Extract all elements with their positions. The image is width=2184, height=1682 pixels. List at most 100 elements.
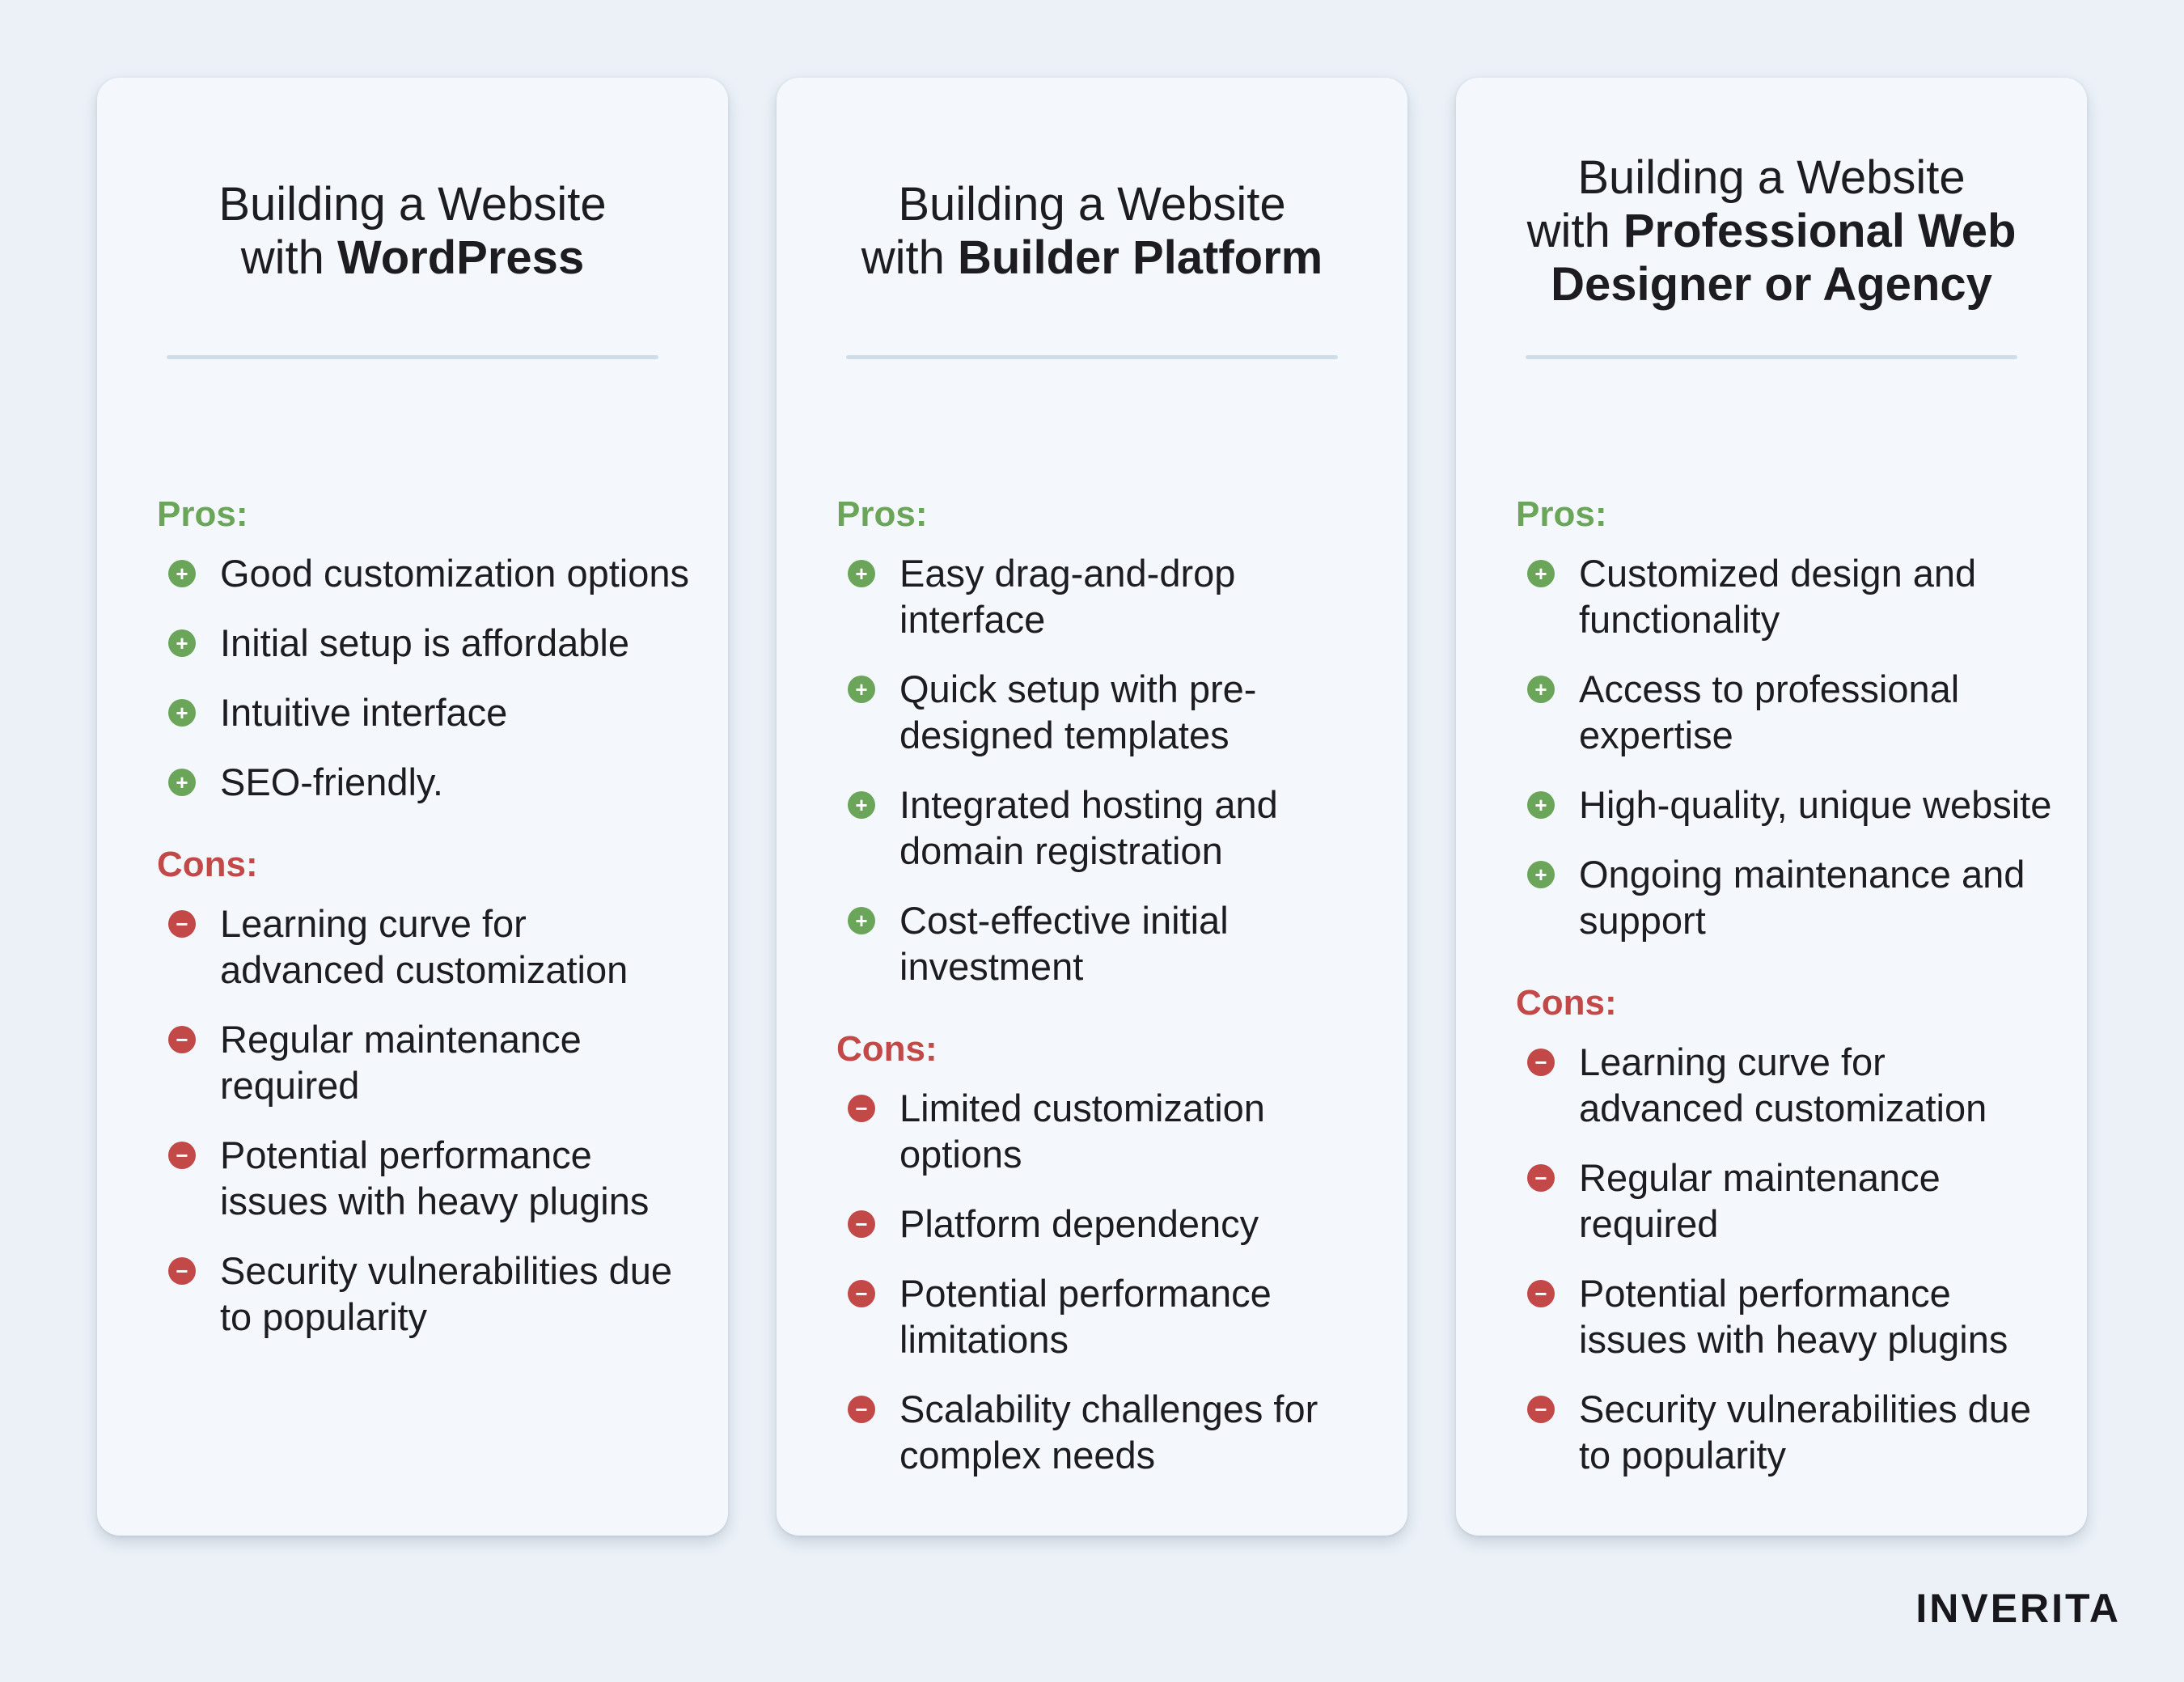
card-content: Pros: + Easy drag-and-drop interface + Qui… [836, 494, 1375, 1478]
cons-list-item: −Learning curve for advanced customizati… [1516, 1039, 2055, 1131]
comparison-card-professional-agency: Building a Website with Professional Web… [1456, 78, 2087, 1536]
minus-circle-icon: − [848, 1210, 875, 1238]
cons-list-item: −Potential performance issues with heavy… [1516, 1270, 2055, 1362]
pros-list-item: + Intuitive interface [157, 689, 696, 735]
comparison-card-builder-platform: Building a Website with Builder Platform… [777, 78, 1407, 1536]
plus-circle-icon: + [1527, 791, 1555, 819]
pros-list-item: +Ongoing maintenance and support [1516, 851, 2055, 943]
cons-list-item: −Potential performance limitations [836, 1270, 1375, 1362]
minus-circle-icon: − [848, 1095, 875, 1122]
cons-list-item: −Learning curve for advanced customizati… [157, 900, 696, 993]
card-title-prefix: with [861, 231, 959, 284]
plus-circle-icon: + [848, 560, 875, 587]
card-title: Building a Website with Builder Platform [777, 110, 1407, 353]
cons-item-text: Platform dependency [899, 1202, 1259, 1245]
cons-item-text: Security vulnerabilities due to populari… [1579, 1388, 2032, 1477]
cons-list-item: −Security vulnerabilities due to popular… [1516, 1386, 2055, 1478]
plus-circle-icon: + [168, 699, 196, 727]
plus-circle-icon: + [168, 629, 196, 657]
pros-item-text: Intuitive interface [220, 691, 508, 734]
plus-circle-icon: + [168, 769, 196, 796]
minus-circle-icon: − [848, 1280, 875, 1307]
cons-item-text: Regular maintenance required [220, 1018, 582, 1107]
plus-circle-icon: + [1527, 560, 1555, 587]
minus-circle-icon: − [1527, 1164, 1555, 1192]
card-title: Building a Website with WordPress [97, 110, 728, 353]
card-title-line1: Building a Website [898, 178, 1286, 231]
cons-item-text: Potential performance issues with heavy … [1579, 1272, 2008, 1361]
pros-item-text: SEO-friendly. [220, 761, 443, 803]
minus-circle-icon: − [1527, 1396, 1555, 1423]
pros-list-item: + Initial setup is affordable [157, 620, 696, 666]
card-title-bold: Professional Web Designer or Agency [1551, 205, 2017, 311]
pros-list-item: + SEO-friendly. [157, 759, 696, 805]
pros-item-text: Easy drag-and-drop interface [899, 552, 1236, 641]
minus-circle-icon: − [848, 1396, 875, 1423]
plus-circle-icon: + [848, 907, 875, 934]
plus-circle-icon: + [1527, 861, 1555, 888]
pros-list-item: + Integrated hosting and domain registrat… [836, 782, 1375, 874]
pros-list: + Easy drag-and-drop interface + Quick set… [836, 550, 1375, 989]
pros-list-item: + Quick setup with pre-designed templates [836, 666, 1375, 758]
title-divider [846, 355, 1338, 359]
pros-item-text: Cost-effective initial investment [899, 899, 1229, 988]
pros-list-item: + Cost-effective initial investment [836, 897, 1375, 989]
pros-item-text: Good customization options [220, 552, 689, 595]
plus-circle-icon: + [848, 791, 875, 819]
cons-list: −Learning curve for advanced customizati… [157, 900, 696, 1340]
minus-circle-icon: − [168, 1026, 196, 1053]
card-title-prefix: with [1526, 205, 1623, 257]
cons-list: −Learning curve for advanced customizati… [1516, 1039, 2055, 1478]
cons-list-item: −Regular maintenance required [1516, 1155, 2055, 1247]
cons-list-item: −Scalability challenges for complex need… [836, 1386, 1375, 1478]
cons-item-text: Learning curve for advanced customizatio… [220, 902, 629, 991]
pros-item-text: Initial setup is affordable [220, 621, 630, 664]
pros-label: Pros: [1516, 494, 1607, 534]
cons-item-text: Limited customization options [899, 1087, 1265, 1176]
pros-list-item: + Easy drag-and-drop interface [836, 550, 1375, 642]
brand-logo: INVERITA [1915, 1586, 2121, 1631]
pros-item-text: Integrated hosting and domain registrati… [899, 783, 1278, 872]
card-title-line1: Building a Website [1577, 151, 1966, 204]
pros-label: Pros: [157, 494, 248, 534]
minus-circle-icon: − [168, 1142, 196, 1169]
cons-item-text: Potential performance limitations [899, 1272, 1272, 1361]
pros-list-item: + High-quality, unique website [1516, 782, 2055, 828]
card-content: Pros: + Good customization options + Initi… [157, 494, 696, 1340]
cons-item-text: Regular maintenance required [1579, 1156, 1941, 1245]
plus-circle-icon: + [168, 560, 196, 587]
cons-item-text: Potential performance issues with heavy … [220, 1133, 650, 1222]
card-title-prefix: with [240, 231, 338, 284]
card-title-line1: Building a Website [218, 178, 607, 231]
cons-label: Cons: [1516, 983, 1617, 1023]
minus-circle-icon: − [168, 910, 196, 938]
cons-item-text: Learning curve for advanced customizatio… [1579, 1040, 1987, 1129]
plus-circle-icon: + [1527, 676, 1555, 703]
card-title-bold: Builder Platform [958, 231, 1323, 284]
pros-list-item: + Access to professional expertise [1516, 666, 2055, 758]
cons-item-text: Security vulnerabilities due to populari… [220, 1249, 673, 1338]
minus-circle-icon: − [168, 1257, 196, 1285]
cons-item-text: Scalability challenges for complex needs [899, 1388, 1318, 1477]
pros-item-text: Quick setup with pre-designed templates [899, 667, 1257, 756]
pros-item-text: Customized design and functionality [1579, 552, 1977, 641]
cons-list-item: −Security vulnerabilities due to popular… [157, 1248, 696, 1340]
card-title: Building a Website with Professional Web… [1456, 110, 2087, 353]
cons-label: Cons: [157, 845, 258, 884]
pros-item-text: Access to professional expertise [1579, 667, 1960, 756]
card-title-bold: WordPress [337, 231, 585, 284]
cons-list-item: −Potential performance issues with heavy… [157, 1132, 696, 1224]
cons-list-item: −Regular maintenance required [157, 1016, 696, 1108]
pros-list: + Customized design and functionality + Ac… [1516, 550, 2055, 943]
minus-circle-icon: − [1527, 1049, 1555, 1076]
cons-list: −Limited customization options −Platform… [836, 1085, 1375, 1478]
pros-list: + Good customization options + Initial set… [157, 550, 696, 805]
pros-list-item: + Customized design and functionality [1516, 550, 2055, 642]
pros-label: Pros: [836, 494, 928, 534]
comparison-card-wordpress: Building a Website with WordPress Pros: … [97, 78, 728, 1536]
pros-item-text: High-quality, unique website [1579, 783, 2052, 826]
title-divider [1526, 355, 2017, 359]
cons-list-item: −Limited customization options [836, 1085, 1375, 1177]
card-content: Pros: + Customized design and functionali… [1516, 494, 2055, 1478]
plus-circle-icon: + [848, 676, 875, 703]
